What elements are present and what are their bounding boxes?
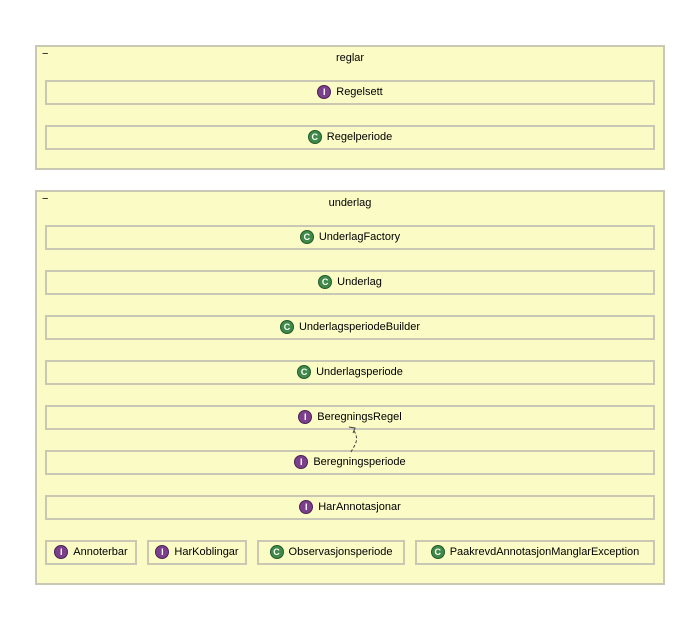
class-box[interactable]: C PaakrevdAnnotasjonManglarException: [415, 540, 655, 565]
class-icon: C: [279, 319, 294, 334]
type-name: Annoterbar: [73, 546, 128, 558]
class-icon: C: [430, 544, 445, 559]
interface-icon: I: [54, 544, 69, 559]
type-name: Underlagsperiode: [316, 366, 403, 378]
class-box[interactable]: C UnderlagFactory: [45, 225, 655, 250]
interface-box[interactable]: I Beregningsperiode: [45, 450, 655, 475]
interface-box[interactable]: I HarAnnotasjonar: [45, 495, 655, 520]
class-box[interactable]: C Regelperiode: [45, 125, 655, 150]
class-icon: C: [307, 129, 322, 144]
class-icon: C: [318, 274, 333, 289]
class-box[interactable]: C Underlag: [45, 270, 655, 295]
type-name: HarKoblingar: [174, 546, 239, 558]
type-name: Regelsett: [336, 86, 383, 98]
interface-icon: I: [155, 544, 170, 559]
class-box[interactable]: C Underlagsperiode: [45, 360, 655, 385]
type-name: UnderlagsperiodeBuilder: [298, 321, 421, 333]
type-name: UnderlagFactory: [318, 231, 401, 243]
interface-box[interactable]: I BeregningsRegel: [45, 405, 655, 430]
interface-box[interactable]: I Annoterbar: [45, 540, 137, 565]
type-name: HarAnnotasjonar: [318, 501, 401, 513]
interface-icon: I: [317, 84, 332, 99]
interface-icon: I: [298, 409, 313, 424]
interface-icon: I: [294, 454, 309, 469]
type-name: Observasjonsperiode: [288, 546, 393, 558]
class-icon: C: [297, 364, 312, 379]
package-title: underlag: [328, 197, 372, 209]
interface-box[interactable]: I Regelsett: [45, 80, 655, 105]
package-reglar[interactable]: − reglar: [35, 45, 665, 170]
class-box[interactable]: C UnderlagsperiodeBuilder: [45, 315, 655, 340]
class-icon: C: [299, 229, 314, 244]
collapse-toggle[interactable]: −: [42, 193, 49, 205]
interface-icon: I: [299, 499, 314, 514]
interface-box[interactable]: I HarKoblingar: [147, 540, 247, 565]
type-name: Beregningsperiode: [313, 456, 406, 468]
class-box[interactable]: C Observasjonsperiode: [257, 540, 405, 565]
class-icon: C: [269, 544, 284, 559]
type-name: Regelperiode: [326, 131, 393, 143]
type-name: Underlag: [337, 276, 382, 288]
collapse-toggle[interactable]: −: [42, 48, 49, 60]
type-name: BeregningsRegel: [317, 411, 402, 423]
type-name: PaakrevdAnnotasjonManglarException: [449, 546, 640, 558]
package-title: reglar: [335, 52, 365, 64]
